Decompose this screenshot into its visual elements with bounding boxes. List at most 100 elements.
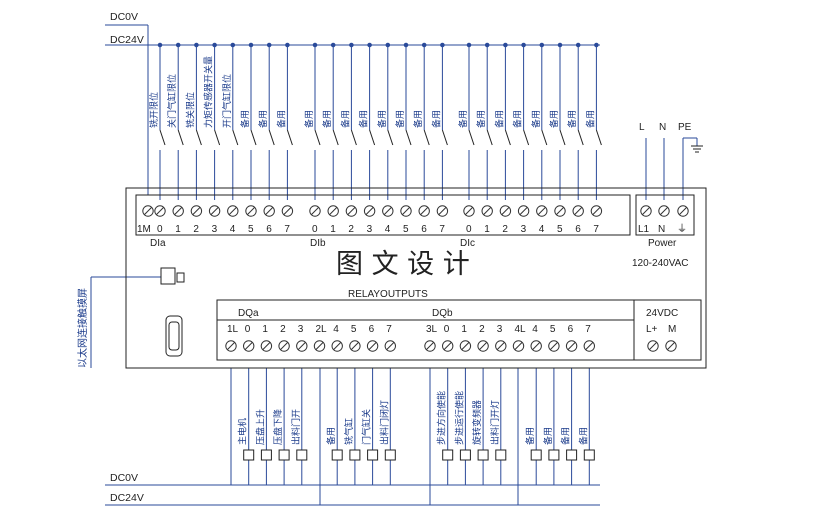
output-terminal-3 [278,340,290,352]
input-terminal-21 [554,205,566,217]
output-term-num-8: 6 [369,324,375,335]
input-terminal-21-slot [556,207,564,215]
output-coil-5 [349,449,361,461]
output-terminal-3-slot [280,342,289,350]
output-label-7: 出料门闭灯 [378,400,390,445]
input-term-num-10: 2 [348,224,354,235]
output-term-num-10: 3L [426,324,438,335]
input-term-num-7: 7 [284,224,290,235]
output-coil-7 [384,449,396,461]
output-terminal-8 [366,340,379,352]
output-term-num-4: 3 [298,324,304,335]
power-terminal-1-slot [660,207,668,215]
output-label-9: 步进运行使能 [453,391,465,445]
input-term-num-22: 6 [575,224,581,235]
power-terminal-2-slot [679,207,687,215]
input-term-num-11: 3 [367,224,373,235]
input-label-15: 备用 [430,110,442,128]
input-switch-22 [577,129,584,146]
input-term-num-9: 1 [330,224,336,235]
input-terminal-2 [190,205,203,217]
input-label-4: 开门气缸限位 [221,74,233,128]
input-label-19: 备用 [512,110,524,128]
dc24-term-m-label: M [668,324,676,335]
serial-connector [165,315,183,357]
output-coil-6 [367,449,379,461]
output-terminal-11-slot [443,342,452,350]
input-switch-5 [250,129,257,146]
input-terminal-10 [345,205,358,217]
output-term-num-14: 3 [497,324,503,335]
input-terminal-8 [309,205,321,217]
power-pe-label: PE [678,122,692,133]
output-term-num-13: 2 [479,324,485,335]
output-coil-15 [583,449,595,461]
plc-module-body [125,187,707,369]
input-switch-17 [486,129,493,146]
input-terminal-10-slot [347,207,356,215]
input-label-12: 备用 [376,110,388,128]
input-terminal-19 [517,205,530,217]
output-label-4: 备用 [325,427,337,445]
output-terminal-18 [565,340,578,352]
serial-connector-inner [168,321,180,351]
input-terminal-8-slot [311,207,319,215]
bus-bottom-dc0-label: DC0V [110,472,138,484]
input-switch-12 [387,129,394,146]
input-terminal-9-slot [329,207,338,215]
output-term-num-12: 1 [461,324,467,335]
output-terminal-7 [349,340,361,352]
dqb-group-label: DQb [432,308,453,319]
input-terminal-22-slot [574,207,583,215]
output-label-15: 备用 [577,427,589,445]
output-term-num-5: 2L [316,324,328,335]
input-label-10: 备用 [339,110,351,128]
input-terminal-20 [536,205,548,217]
input-label-6: 备用 [257,110,269,128]
bus-top-dc24-label: DC24V [110,34,144,46]
relay-outputs-label: RELAYOUTPUTS [348,289,428,300]
input-terminal-13-slot [402,207,410,215]
input-label-11: 备用 [358,110,370,128]
output-label-0: 主电机 [237,418,249,445]
power-terminal-block [635,194,695,236]
input-terminal-16 [463,205,475,217]
ethernet-port-led [176,272,185,283]
dic-group-label: DIc [460,238,475,249]
input-terminal-4-slot [228,207,237,215]
input-switch-3 [214,129,221,146]
output-term-num-11: 0 [444,324,450,335]
output-terminal-15 [512,340,525,352]
dc24-label: 24VDC [646,308,678,319]
output-term-num-16: 4 [532,324,538,335]
input-terminal-23 [590,205,603,217]
input-terminal-0-slot [156,207,164,215]
input-terminal-14-slot [420,207,429,215]
input-term-num-20: 4 [539,224,545,235]
input-terminal-17 [481,205,493,217]
input-term-num-18: 2 [502,224,508,235]
dqa-group-label: DQa [238,308,259,319]
output-label-2: 压盘下降 [272,409,284,445]
input-terminal-block [135,194,631,236]
output-coil-8 [442,449,454,461]
input-switch-20 [541,129,548,146]
input-switch-15 [441,129,448,146]
output-terminal-5-slot [315,342,324,350]
dia-group-label: DIa [150,238,166,249]
output-coil-14 [566,449,578,461]
output-terminal-19 [583,340,595,352]
input-terminal-12-slot [383,207,392,215]
input-switch-4 [232,129,239,146]
output-terminal-2-slot [262,342,271,350]
input-terminal-11 [363,205,376,217]
output-label-14: 备用 [560,427,572,445]
input-term-num-23: 7 [593,224,599,235]
output-coil-10 [477,449,489,461]
output-terminal-12-slot [461,342,470,350]
output-terminal-18-slot [567,342,576,350]
input-switch-11 [369,129,376,146]
output-terminal-6 [331,340,343,352]
input-terminal-19-slot [519,207,528,215]
